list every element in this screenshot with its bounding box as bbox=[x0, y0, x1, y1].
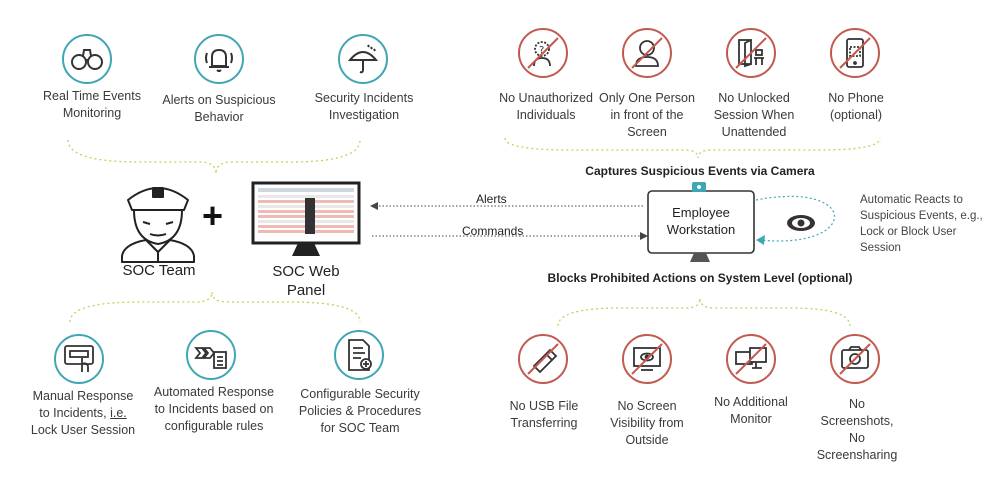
system-block-label: No Additional Monitor bbox=[714, 395, 788, 426]
soc-officer-icon bbox=[121, 187, 195, 263]
response-label-manual: Manual Response to Incidents, i.e. Lock … bbox=[30, 389, 136, 437]
camera-rule-label: Only One Person in front of the Screen bbox=[599, 91, 695, 139]
camera-rule-label: No Unlocked Session When Unattended bbox=[713, 91, 795, 139]
phone-camera-icon bbox=[830, 28, 880, 78]
touch-screen-icon bbox=[54, 334, 104, 384]
screenshot-camera-icon bbox=[830, 334, 880, 384]
bracket-soc-functions bbox=[67, 139, 361, 175]
eye-icon bbox=[786, 212, 816, 234]
response-label: Automated Response to Incidents based on… bbox=[153, 385, 275, 433]
svg-text:?: ? bbox=[539, 45, 544, 56]
response-label: Configurable Security Policies & Procedu… bbox=[298, 387, 422, 435]
soc-panel-label: SOC Web Panel bbox=[272, 263, 340, 299]
workstation-label: Employee Workstation bbox=[666, 205, 736, 237]
policy-document-icon bbox=[334, 330, 384, 380]
soc-team-label: SOC Team bbox=[122, 262, 196, 279]
commands-label: Commands bbox=[462, 224, 524, 238]
alarm-bell-icon bbox=[194, 34, 244, 84]
alerts-label: Alerts bbox=[476, 192, 507, 206]
plus-sign: + bbox=[202, 195, 224, 236]
system-block-label: No USB File Transferring bbox=[509, 399, 579, 430]
binoculars-icon bbox=[62, 34, 112, 84]
soc-function-label: Real Time Events Monitoring bbox=[43, 89, 141, 120]
automation-icon bbox=[186, 330, 236, 380]
bracket-responses bbox=[69, 291, 361, 323]
bracket-camera-rules bbox=[504, 137, 881, 159]
system-block-label: No Screen Visibility from Outside bbox=[610, 399, 684, 447]
soc-panel-monitor-icon bbox=[251, 181, 361, 256]
umbrella-icon bbox=[338, 34, 388, 84]
unknown-person-icon: ? bbox=[518, 28, 568, 78]
person-icon bbox=[622, 28, 672, 78]
camera-rule-label: No Phone (optional) bbox=[828, 91, 884, 122]
usb-drive-icon bbox=[518, 334, 568, 384]
soc-function-label: Security Incidents Investigation bbox=[314, 91, 414, 122]
empty-desk-icon bbox=[726, 28, 776, 78]
soc-function-label: Alerts on Suspicious Behavior bbox=[162, 93, 276, 124]
camera-rule-label: No Unauthorized Individuals bbox=[499, 91, 593, 122]
blocks-header: Blocks Prohibited Actions on System Leve… bbox=[547, 271, 853, 285]
bracket-system-blocks bbox=[557, 297, 851, 327]
auto-react-note: Automatic Reacts to Suspicious Events, e… bbox=[860, 194, 983, 254]
auto-react-arrow bbox=[755, 195, 835, 242]
dual-monitor-icon bbox=[726, 334, 776, 384]
camera-header: Captures Suspicious Events via Camera bbox=[585, 164, 815, 178]
system-block-label: No Screenshots, No Screensharing bbox=[816, 397, 898, 462]
screen-eye-icon bbox=[622, 334, 672, 384]
